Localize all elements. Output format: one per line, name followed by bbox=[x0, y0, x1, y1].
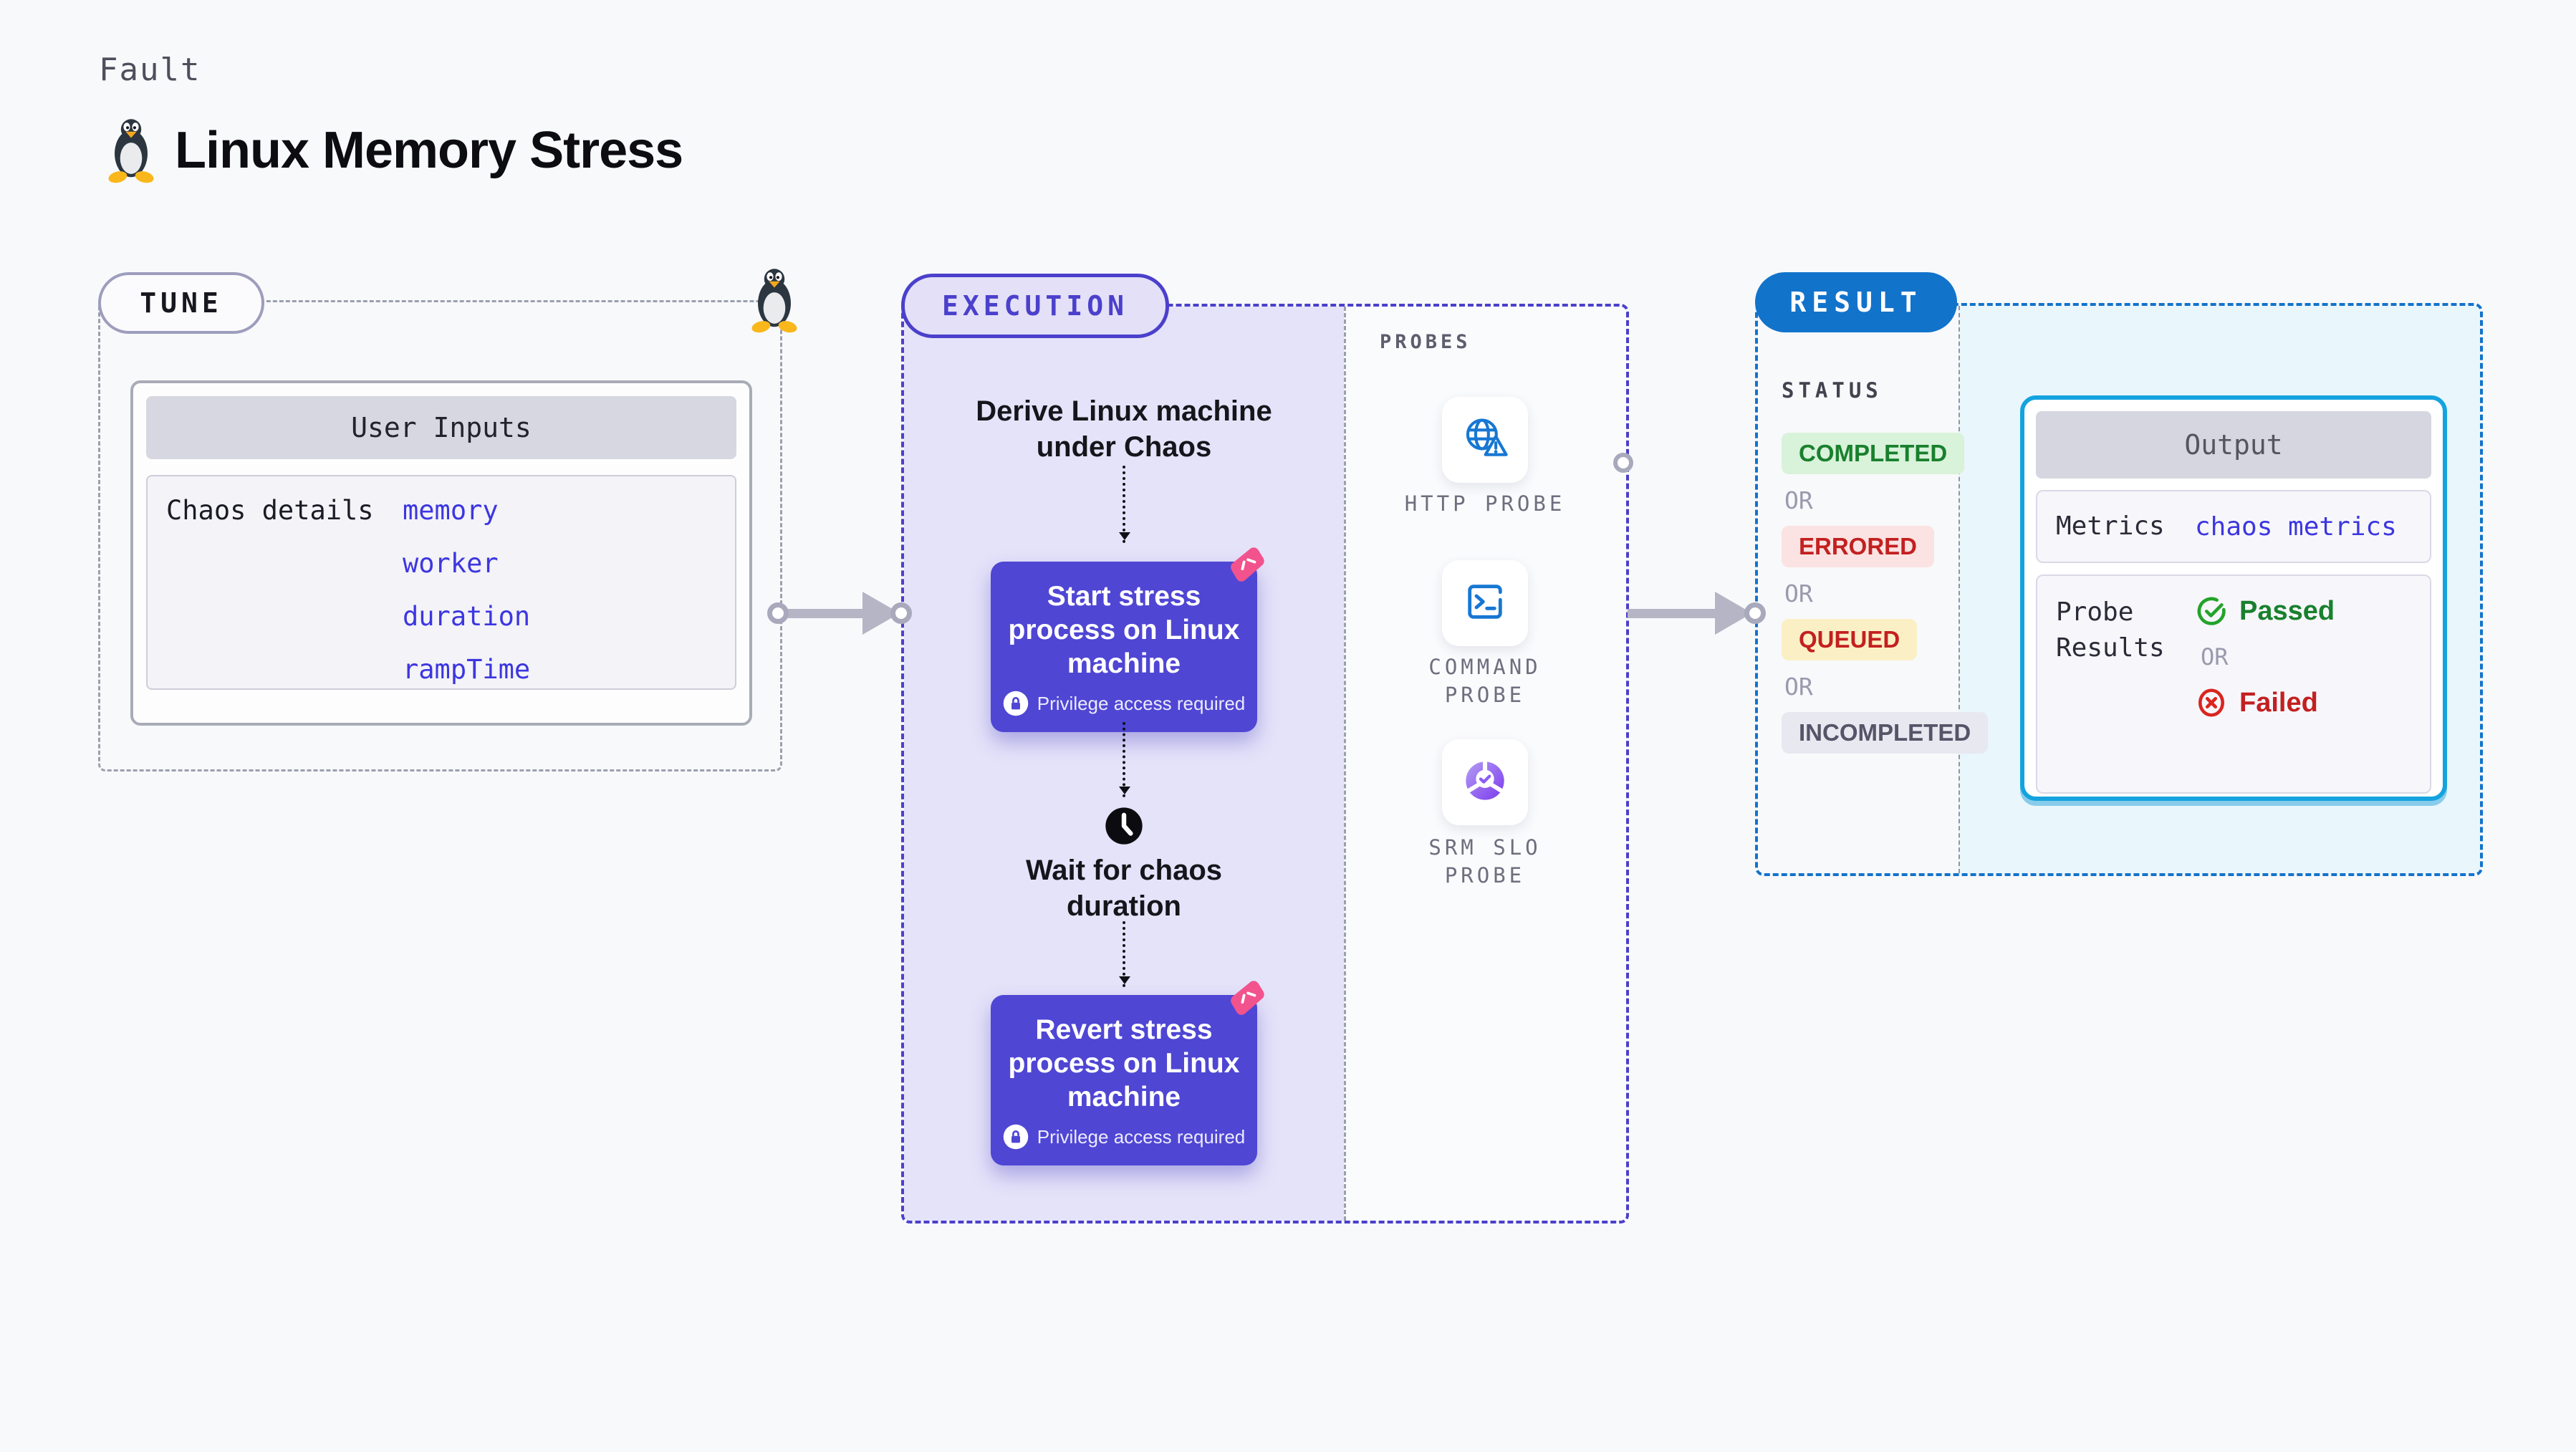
user-inputs-card: User Inputs Chaos details memory worker … bbox=[130, 380, 752, 726]
check-circle-icon bbox=[2195, 595, 2228, 628]
metrics-label: Metrics bbox=[2056, 511, 2165, 541]
srm-slo-probe-card bbox=[1442, 739, 1528, 825]
flow-arrow-down-icon bbox=[1119, 921, 1130, 987]
status-badge-completed: COMPLETED bbox=[1782, 433, 1965, 474]
execution-pill: EXECUTION bbox=[901, 274, 1169, 338]
result-pill-label: RESULT bbox=[1789, 287, 1923, 318]
execution-pill-label: EXECUTION bbox=[942, 290, 1128, 322]
passed-label: Passed bbox=[2239, 595, 2335, 626]
command-probe-card bbox=[1442, 560, 1528, 646]
input-links: memory worker duration rampTime bbox=[403, 495, 531, 685]
status-title: STATUS bbox=[1782, 378, 1883, 403]
probe-results-row: Probe Results Passed OR bbox=[2036, 574, 2431, 794]
connector-dot bbox=[1613, 453, 1633, 473]
linux-tux-icon bbox=[106, 113, 156, 188]
command-probe-label: COMMAND PROBE bbox=[1428, 655, 1542, 708]
or-label: OR bbox=[1784, 672, 1813, 701]
x-circle-icon bbox=[2195, 686, 2228, 719]
chaos-fault-badge-icon bbox=[1224, 976, 1271, 1023]
or-label: OR bbox=[2201, 643, 2229, 670]
execution-probes-divider bbox=[1344, 307, 1346, 1221]
lock-icon bbox=[1003, 691, 1029, 716]
status-badge-queued: QUEUED bbox=[1782, 619, 1918, 660]
connector-dot bbox=[890, 602, 912, 624]
user-inputs-title: User Inputs bbox=[351, 412, 532, 443]
clock-icon bbox=[1104, 806, 1144, 846]
chaos-metrics-link[interactable]: chaos metrics bbox=[2195, 511, 2397, 542]
output-card: Output Metrics chaos metrics Probe Resul… bbox=[2020, 395, 2447, 801]
input-link-ramptime[interactable]: rampTime bbox=[403, 654, 531, 685]
flow-arrow-down-icon bbox=[1119, 466, 1130, 543]
metrics-row: Metrics chaos metrics bbox=[2036, 490, 2431, 563]
start-stress-label: Start stress process on Linux machine bbox=[1008, 581, 1240, 679]
slo-pie-check-icon bbox=[1462, 758, 1508, 807]
status-output-divider bbox=[1959, 306, 1960, 873]
wait-step-text: Wait for chaos duration bbox=[1025, 855, 1223, 922]
output-title: Output bbox=[2184, 429, 2283, 461]
privilege-note: Privilege access required bbox=[1037, 1125, 1246, 1148]
globe-warning-icon bbox=[1461, 415, 1509, 466]
status-list: COMPLETED OR ERRORED OR QUEUED OR INCOMP… bbox=[1782, 433, 1989, 754]
output-header: Output bbox=[2036, 411, 2431, 479]
revert-stress-node: Revert stress process on Linux machine P… bbox=[991, 981, 1264, 1166]
fault-eyebrow: Fault bbox=[99, 52, 201, 88]
lock-icon bbox=[1003, 1124, 1029, 1150]
linux-tux-corner-icon bbox=[749, 265, 799, 335]
arrow-tune-to-execution bbox=[785, 609, 864, 618]
privilege-note: Privilege access required bbox=[1037, 692, 1246, 714]
status-badge-incompleted: INCOMPLETED bbox=[1782, 712, 1989, 754]
http-probe-card bbox=[1442, 397, 1528, 483]
input-link-memory[interactable]: memory bbox=[403, 495, 499, 526]
terminal-icon bbox=[1462, 579, 1508, 628]
status-badge-errored: ERRORED bbox=[1782, 526, 1935, 567]
tune-pill: TUNE bbox=[98, 272, 264, 334]
derive-step-text: Derive Linux machine under Chaos bbox=[976, 395, 1272, 463]
flow-arrow-down-icon bbox=[1119, 722, 1130, 797]
http-probe-label: HTTP PROBE bbox=[1404, 491, 1566, 516]
chaos-details-label: Chaos details bbox=[166, 495, 374, 526]
tune-pill-label: TUNE bbox=[140, 287, 223, 319]
arrow-probes-to-result bbox=[1628, 609, 1716, 618]
srm-slo-probe-label: SRM SLO PROBE bbox=[1428, 835, 1542, 888]
input-link-duration[interactable]: duration bbox=[403, 601, 531, 632]
probes-title: PROBES bbox=[1380, 331, 1471, 353]
failed-label: Failed bbox=[2239, 687, 2318, 718]
chaos-details-row: Chaos details memory worker duration ram… bbox=[146, 475, 736, 690]
execution-section: Derive Linux machine under Chaos Start s… bbox=[901, 304, 1629, 1223]
input-link-worker[interactable]: worker bbox=[403, 548, 499, 579]
connector-dot bbox=[1744, 602, 1766, 624]
start-stress-node: Start stress process on Linux machine Pr… bbox=[991, 547, 1264, 733]
probe-results-label: Probe Results bbox=[2056, 597, 2165, 663]
revert-stress-label: Revert stress process on Linux machine bbox=[1008, 1014, 1240, 1112]
chaos-fault-badge-icon bbox=[1224, 542, 1271, 590]
or-label: OR bbox=[1784, 486, 1813, 514]
user-inputs-header: User Inputs bbox=[146, 396, 736, 459]
connector-dot bbox=[767, 602, 789, 624]
or-label: OR bbox=[1784, 579, 1813, 607]
result-pill: RESULT bbox=[1755, 272, 1957, 332]
tune-section bbox=[98, 300, 782, 771]
page-title: Linux Memory Stress bbox=[175, 122, 683, 179]
